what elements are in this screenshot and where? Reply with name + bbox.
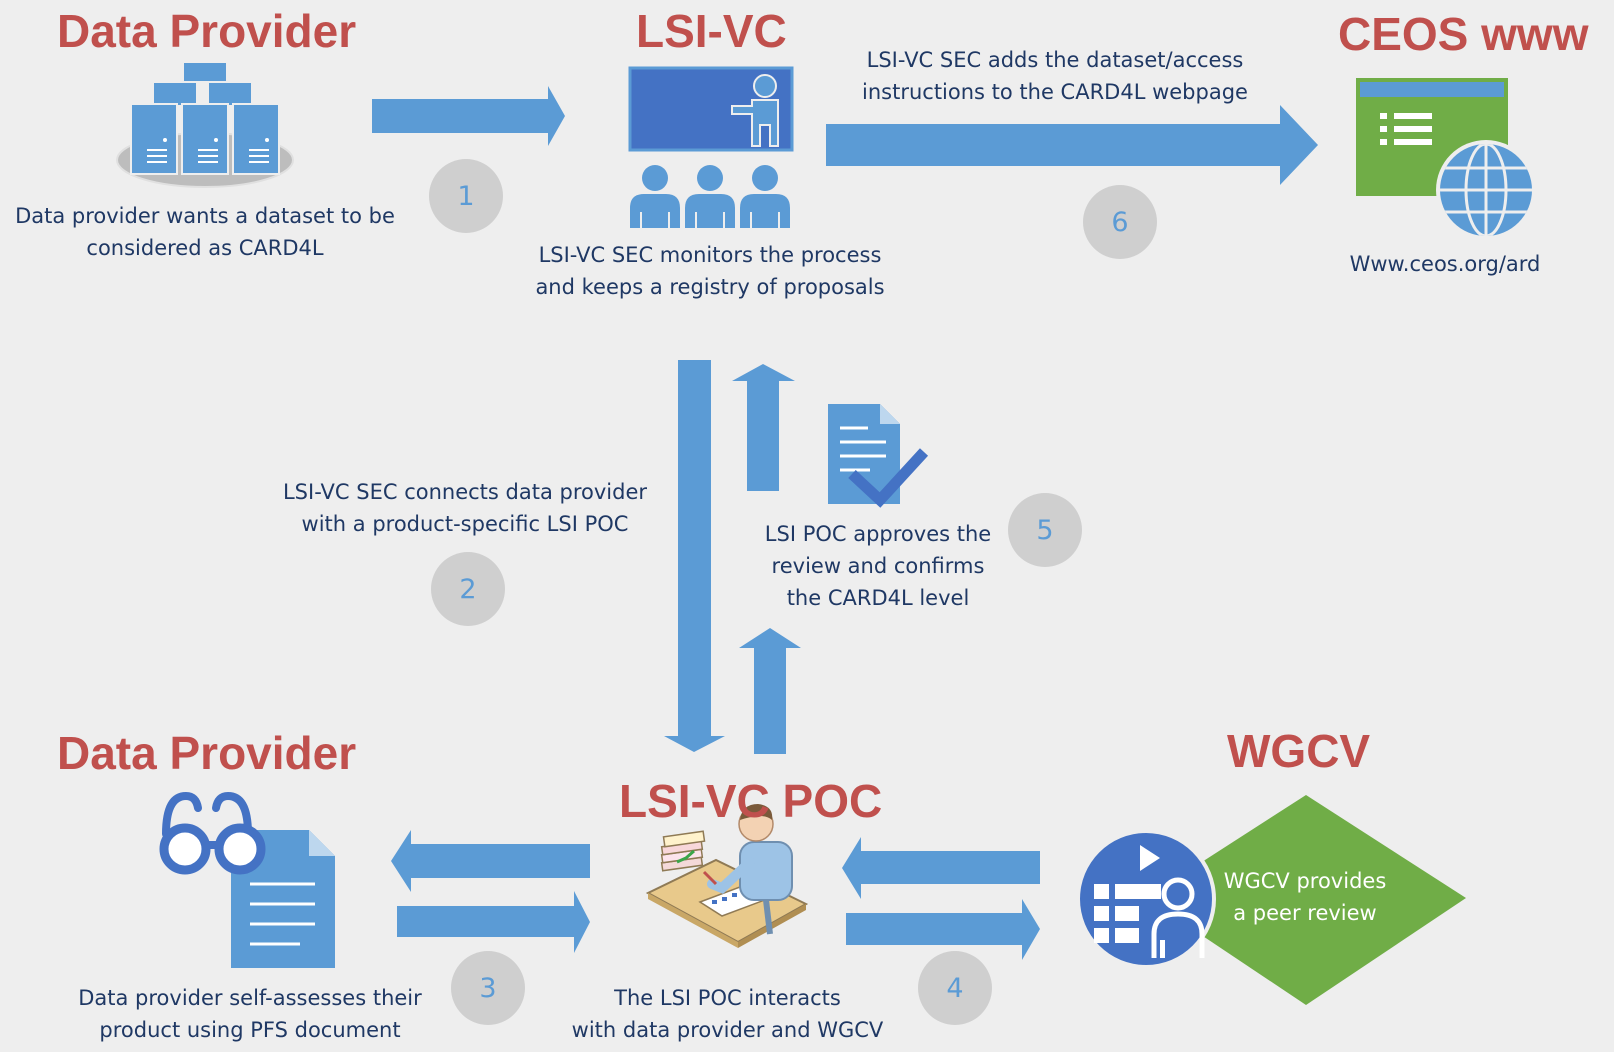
lsi-vc-caption: LSI-VC SEC monitors the process and keep… [535, 243, 885, 299]
data-provider-bottom-title: Data Provider [57, 727, 357, 779]
step-2-badge: 2 [431, 552, 505, 626]
data-provider-top-caption: Data provider wants a dataset to be cons… [15, 204, 395, 260]
glasses-document-icon [159, 791, 335, 968]
lsi-vc-poc-title: LSI-VC POC [619, 775, 883, 827]
arrow-step-1 [372, 86, 565, 146]
arrow-step-3-right [397, 891, 590, 953]
arrow-step-4-left [842, 837, 1040, 899]
arrow-step-4-right [846, 899, 1040, 960]
lsi-vc-poc-caption: The LSI POC interacts with data provider… [571, 986, 884, 1042]
arrow-step-5-up-upper [732, 364, 795, 491]
arrow-step-5-up-lower [739, 628, 801, 754]
step-6-text: LSI-VC SEC adds the dataset/access instr… [862, 48, 1248, 104]
review-dashboard-icon [1076, 829, 1216, 969]
data-provider-bottom-caption: Data provider self-assesses their produc… [78, 986, 422, 1042]
wgcv-diamond [1146, 795, 1466, 1005]
ceos-www-title: CEOS www [1338, 8, 1589, 60]
step-5-text: LSI POC approves the review and confirms… [764, 522, 992, 610]
arrow-step-3-left [391, 830, 590, 892]
arrow-step-6 [826, 105, 1318, 185]
step-3-badge: 3 [451, 951, 525, 1025]
arrow-step-2-down [664, 360, 725, 752]
wgcv-label: WGCV provides a peer review [1223, 869, 1387, 925]
server-cluster-icon [116, 61, 294, 188]
step-1-badge: 1 [429, 159, 503, 233]
step-5-badge: 5 [1008, 493, 1082, 567]
step-2-text: LSI-VC SEC connects data provider with a… [282, 480, 647, 536]
data-provider-top-title: Data Provider [57, 5, 357, 57]
wgcv-title: WGCV [1227, 725, 1371, 777]
step-6-badge: 6 [1083, 185, 1157, 259]
presentation-audience-icon [628, 66, 794, 228]
step-4-badge: 4 [918, 951, 992, 1025]
lsi-vc-title: LSI-VC [636, 5, 787, 57]
webpage-globe-icon [1356, 78, 1536, 240]
document-check-icon [828, 404, 929, 508]
ceos-www-caption: Www.ceos.org/ard [1349, 252, 1541, 276]
person-at-desk-icon [645, 804, 809, 948]
